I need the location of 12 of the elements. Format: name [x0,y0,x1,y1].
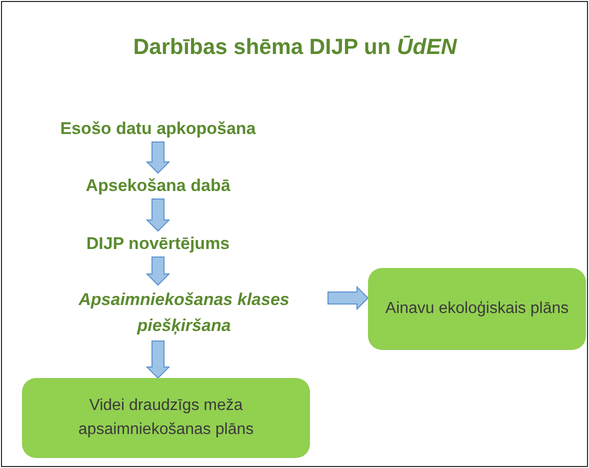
process-box: Ainavu ekoloģiskais plāns [368,268,586,350]
step-text: Apsekošana dabā [70,173,246,199]
block-arrow [146,256,170,286]
step-text: Apsaimniekošanas klases piešķiršana [40,285,328,341]
block-arrow [146,198,170,232]
block-arrow [146,142,170,174]
step-text: Esošo datu apkopošana [40,116,276,142]
step-text: DIJP novērtējums [74,231,242,257]
block-arrow [328,286,369,310]
diagram-title: Darbības shēma DIJP un ŪdEN [132,33,458,61]
block-arrow [146,340,170,379]
process-box: Videi draudzīgs meža apsaimniekošanas plāns [22,378,310,458]
